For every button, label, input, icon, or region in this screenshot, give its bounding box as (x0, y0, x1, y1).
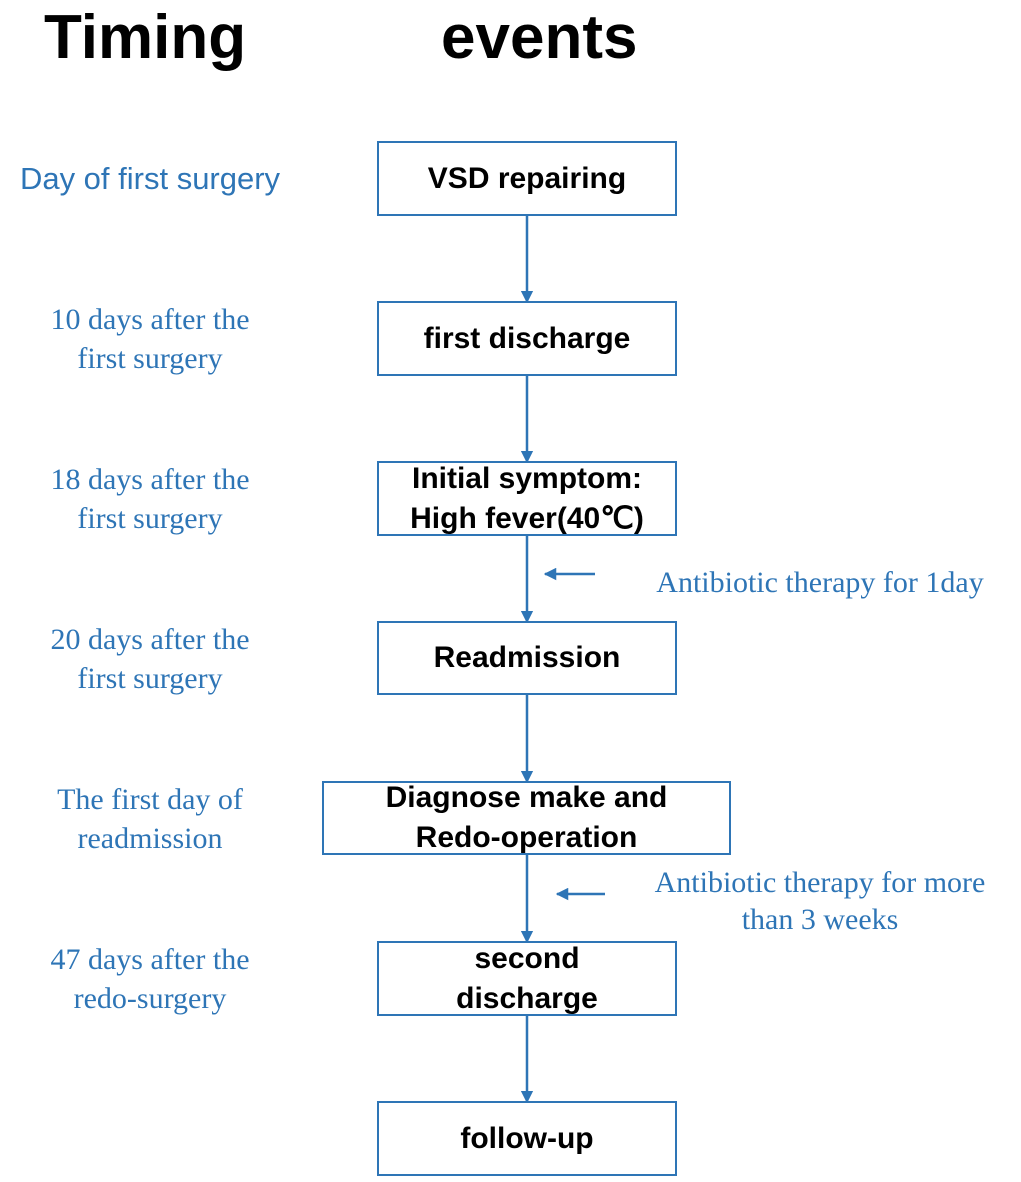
event-box-first-discharge: first discharge (377, 301, 677, 376)
timing-label-3: 18 days after the first surgery (50, 463, 250, 535)
event-box-follow-up: follow-up (377, 1101, 677, 1176)
event-box-second-discharge: second discharge (377, 941, 677, 1016)
timing-label-6: 47 days after the redo-surgery (50, 943, 250, 1015)
event-box-readmission: Readmission (377, 621, 677, 695)
timing-label-5: The first day of readmission (57, 783, 243, 855)
event-box-vsd-repairing: VSD repairing (377, 141, 677, 216)
timing-column-header: Timing (44, 3, 247, 72)
note-antibiotic-1day: Antibiotic therapy for 1day (656, 566, 984, 599)
note-antibiotic-3weeks: Antibiotic therapy for more than 3 weeks (654, 866, 986, 936)
events-column-header: events (441, 3, 638, 72)
timing-label-4: 20 days after the first surgery (50, 623, 250, 695)
timing-label-1: Day of first surgery (19, 161, 281, 196)
timing-label-2: 10 days after the first surgery (50, 303, 250, 375)
event-box-diagnose-redo: Diagnose make and Redo-operation (322, 781, 731, 855)
event-box-initial-symptom: Initial symptom: High fever(40℃) (377, 461, 677, 536)
